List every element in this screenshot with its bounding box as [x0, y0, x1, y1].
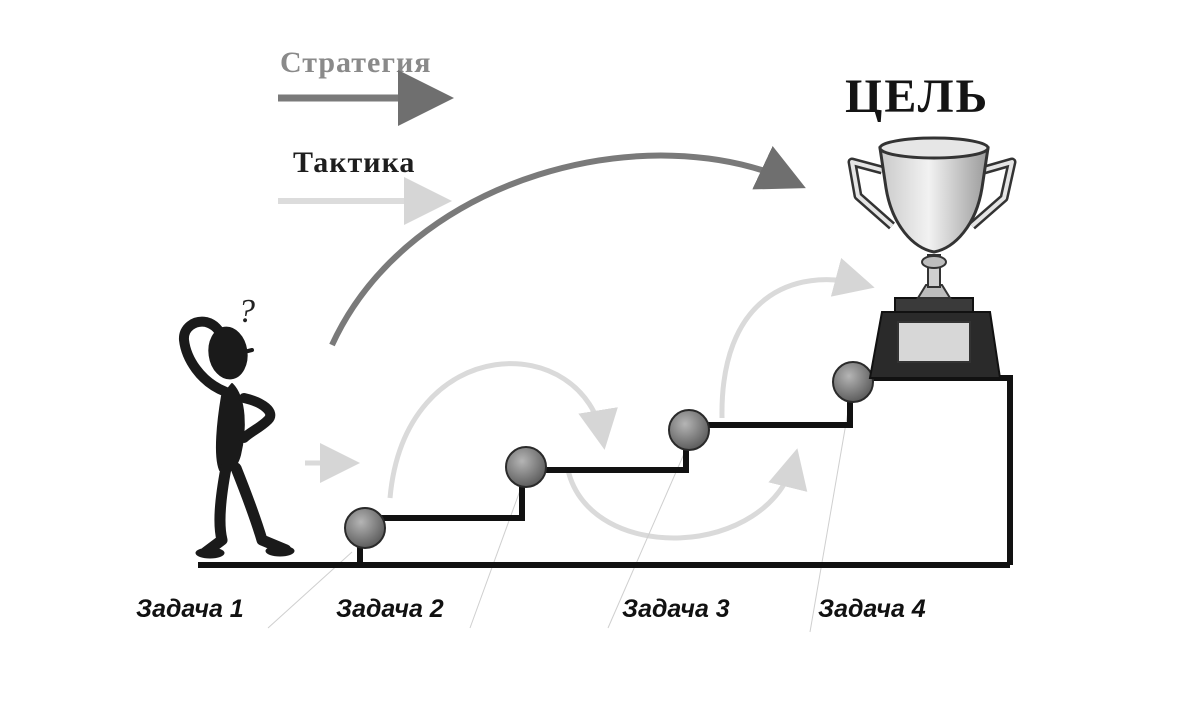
task-1-label: Задача 1: [136, 595, 244, 623]
strategy-label: Стратегия: [280, 46, 431, 79]
question-mark: ?: [238, 293, 255, 330]
task-4-ball: [832, 361, 874, 403]
tactic-label: Тактика: [293, 146, 415, 179]
tactic-arcs: [305, 257, 875, 541]
strategy-arc-arrow: [329, 146, 806, 347]
task-labels: Задача 1 Задача 2 Задача 3 Задача 4: [136, 595, 926, 623]
goal-label: ЦЕЛЬ: [845, 70, 989, 123]
task-balls: [344, 361, 874, 549]
trophy-icon: [847, 136, 1017, 379]
legend: Стратегия Тактика: [278, 46, 454, 225]
task-2-ball: [505, 446, 547, 488]
tactic-arc-3: [719, 257, 875, 419]
trophy-plaque: [897, 321, 971, 363]
task-4-label: Задача 4: [818, 595, 926, 623]
thinking-person-icon: [179, 316, 295, 559]
task-1-ball: [344, 507, 386, 549]
tactic-arc-1: [387, 361, 618, 499]
task-2-label: Задача 2: [336, 595, 444, 623]
tactic-arc-2: [565, 448, 808, 541]
stairs: [198, 375, 1013, 568]
task-3-ball: [668, 409, 710, 451]
task-3-label: Задача 3: [622, 595, 730, 623]
